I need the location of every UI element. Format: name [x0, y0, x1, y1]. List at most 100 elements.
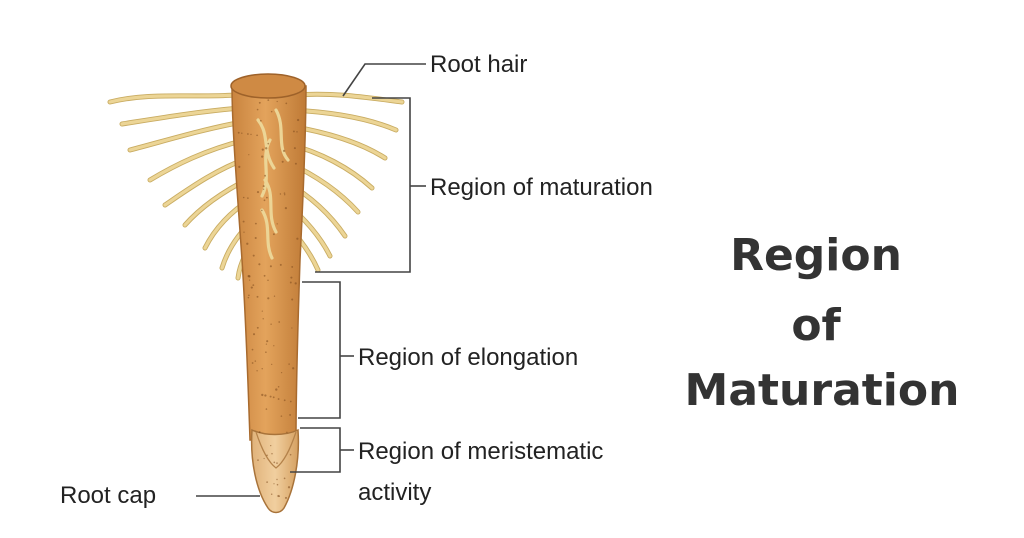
texture-dot — [291, 265, 294, 268]
texture-dot — [283, 399, 286, 402]
heading-line-1: Region — [730, 230, 902, 281]
texture-dot — [282, 149, 286, 153]
texture-dot — [265, 147, 268, 150]
texture-dot — [241, 132, 243, 134]
texture-dot — [273, 483, 275, 485]
texture-dot — [247, 296, 250, 299]
texture-dot — [250, 286, 253, 289]
texture-dot — [258, 263, 261, 266]
texture-dot — [277, 398, 280, 400]
texture-dot — [261, 155, 264, 158]
texture-dot — [263, 457, 265, 460]
texture-dot — [270, 493, 273, 495]
root-hairs-front — [256, 108, 290, 260]
texture-dot — [296, 131, 298, 133]
texture-dot — [267, 297, 270, 300]
texture-dot — [261, 368, 263, 370]
texture-dot — [261, 310, 263, 312]
texture-dot — [277, 386, 280, 388]
texture-dot — [278, 321, 281, 323]
texture-dot — [258, 101, 261, 104]
texture-dot — [296, 118, 300, 122]
root-top — [230, 73, 306, 99]
texture-dot — [246, 242, 249, 245]
texture-dot — [256, 134, 258, 137]
texture-dot — [262, 188, 265, 190]
texture-dot — [270, 323, 272, 325]
texture-dot — [284, 194, 286, 196]
texture-dot — [293, 147, 296, 150]
texture-dot — [263, 199, 266, 202]
texture-dot — [276, 483, 279, 486]
texture-dot — [283, 477, 286, 480]
texture-dot — [256, 108, 259, 111]
texture-dot — [278, 495, 280, 497]
texture-dot — [273, 345, 275, 347]
texture-dot — [262, 318, 264, 320]
root-texture — [237, 99, 300, 499]
texture-dot — [273, 461, 276, 464]
label-activity: activity — [358, 479, 431, 506]
texture-dot — [270, 444, 272, 447]
texture-dot — [275, 388, 278, 391]
texture-dot — [283, 192, 286, 194]
texture-dot — [250, 133, 252, 136]
texture-dot — [243, 231, 245, 233]
texture-dot — [267, 99, 270, 101]
texture-dot — [242, 196, 245, 199]
texture-dot — [286, 431, 288, 433]
texture-dot — [262, 185, 265, 188]
texture-dot — [259, 119, 262, 122]
texture-dot — [265, 343, 268, 345]
texture-dot — [261, 393, 264, 397]
texture-dot — [251, 362, 254, 364]
texture-dot — [289, 400, 292, 403]
texture-dot — [254, 222, 257, 225]
texture-dot — [261, 209, 263, 212]
texture-dot — [258, 431, 261, 433]
texture-dot — [284, 496, 288, 499]
texture-dot — [276, 462, 278, 464]
texture-dot — [256, 370, 258, 372]
texture-dot — [294, 162, 297, 165]
texture-dot — [292, 367, 295, 370]
texture-dot — [281, 160, 284, 163]
texture-dot — [288, 363, 290, 365]
texture-dot — [261, 148, 264, 151]
texture-dot — [289, 281, 292, 284]
texture-dot — [254, 236, 257, 240]
texture-dot — [247, 274, 250, 278]
texture-dot — [247, 197, 249, 199]
texture-dot — [292, 130, 295, 133]
texture-dot — [279, 263, 282, 266]
texture-dot — [267, 142, 270, 145]
texture-dot — [270, 110, 273, 113]
texture-dot — [284, 206, 288, 210]
texture-dot — [265, 408, 268, 410]
texture-dot — [252, 284, 255, 286]
texture-dot — [294, 282, 297, 285]
texture-dot — [279, 193, 282, 195]
texture-dot — [269, 265, 272, 268]
texture-dot — [266, 454, 268, 457]
label-region-of-meristematic: Region of meristematic — [358, 438, 603, 465]
texture-dot — [271, 363, 273, 366]
texture-dot — [276, 478, 278, 481]
texture-dot — [280, 371, 283, 374]
texture-dot — [291, 327, 293, 329]
texture-dot — [272, 396, 275, 399]
texture-dot — [289, 453, 292, 456]
texture-dot — [266, 196, 268, 199]
label-root-hair: Root hair — [430, 51, 527, 78]
texture-dot — [251, 348, 254, 351]
texture-dot — [256, 191, 260, 194]
heading-line-3: Maturation — [685, 365, 960, 416]
texture-dot — [247, 133, 249, 135]
label-root-cap: Root cap — [60, 482, 156, 509]
texture-dot — [296, 237, 299, 240]
texture-dot — [263, 274, 266, 277]
leader-lines — [196, 63, 426, 497]
texture-dot — [254, 360, 257, 362]
texture-dot — [290, 276, 293, 279]
